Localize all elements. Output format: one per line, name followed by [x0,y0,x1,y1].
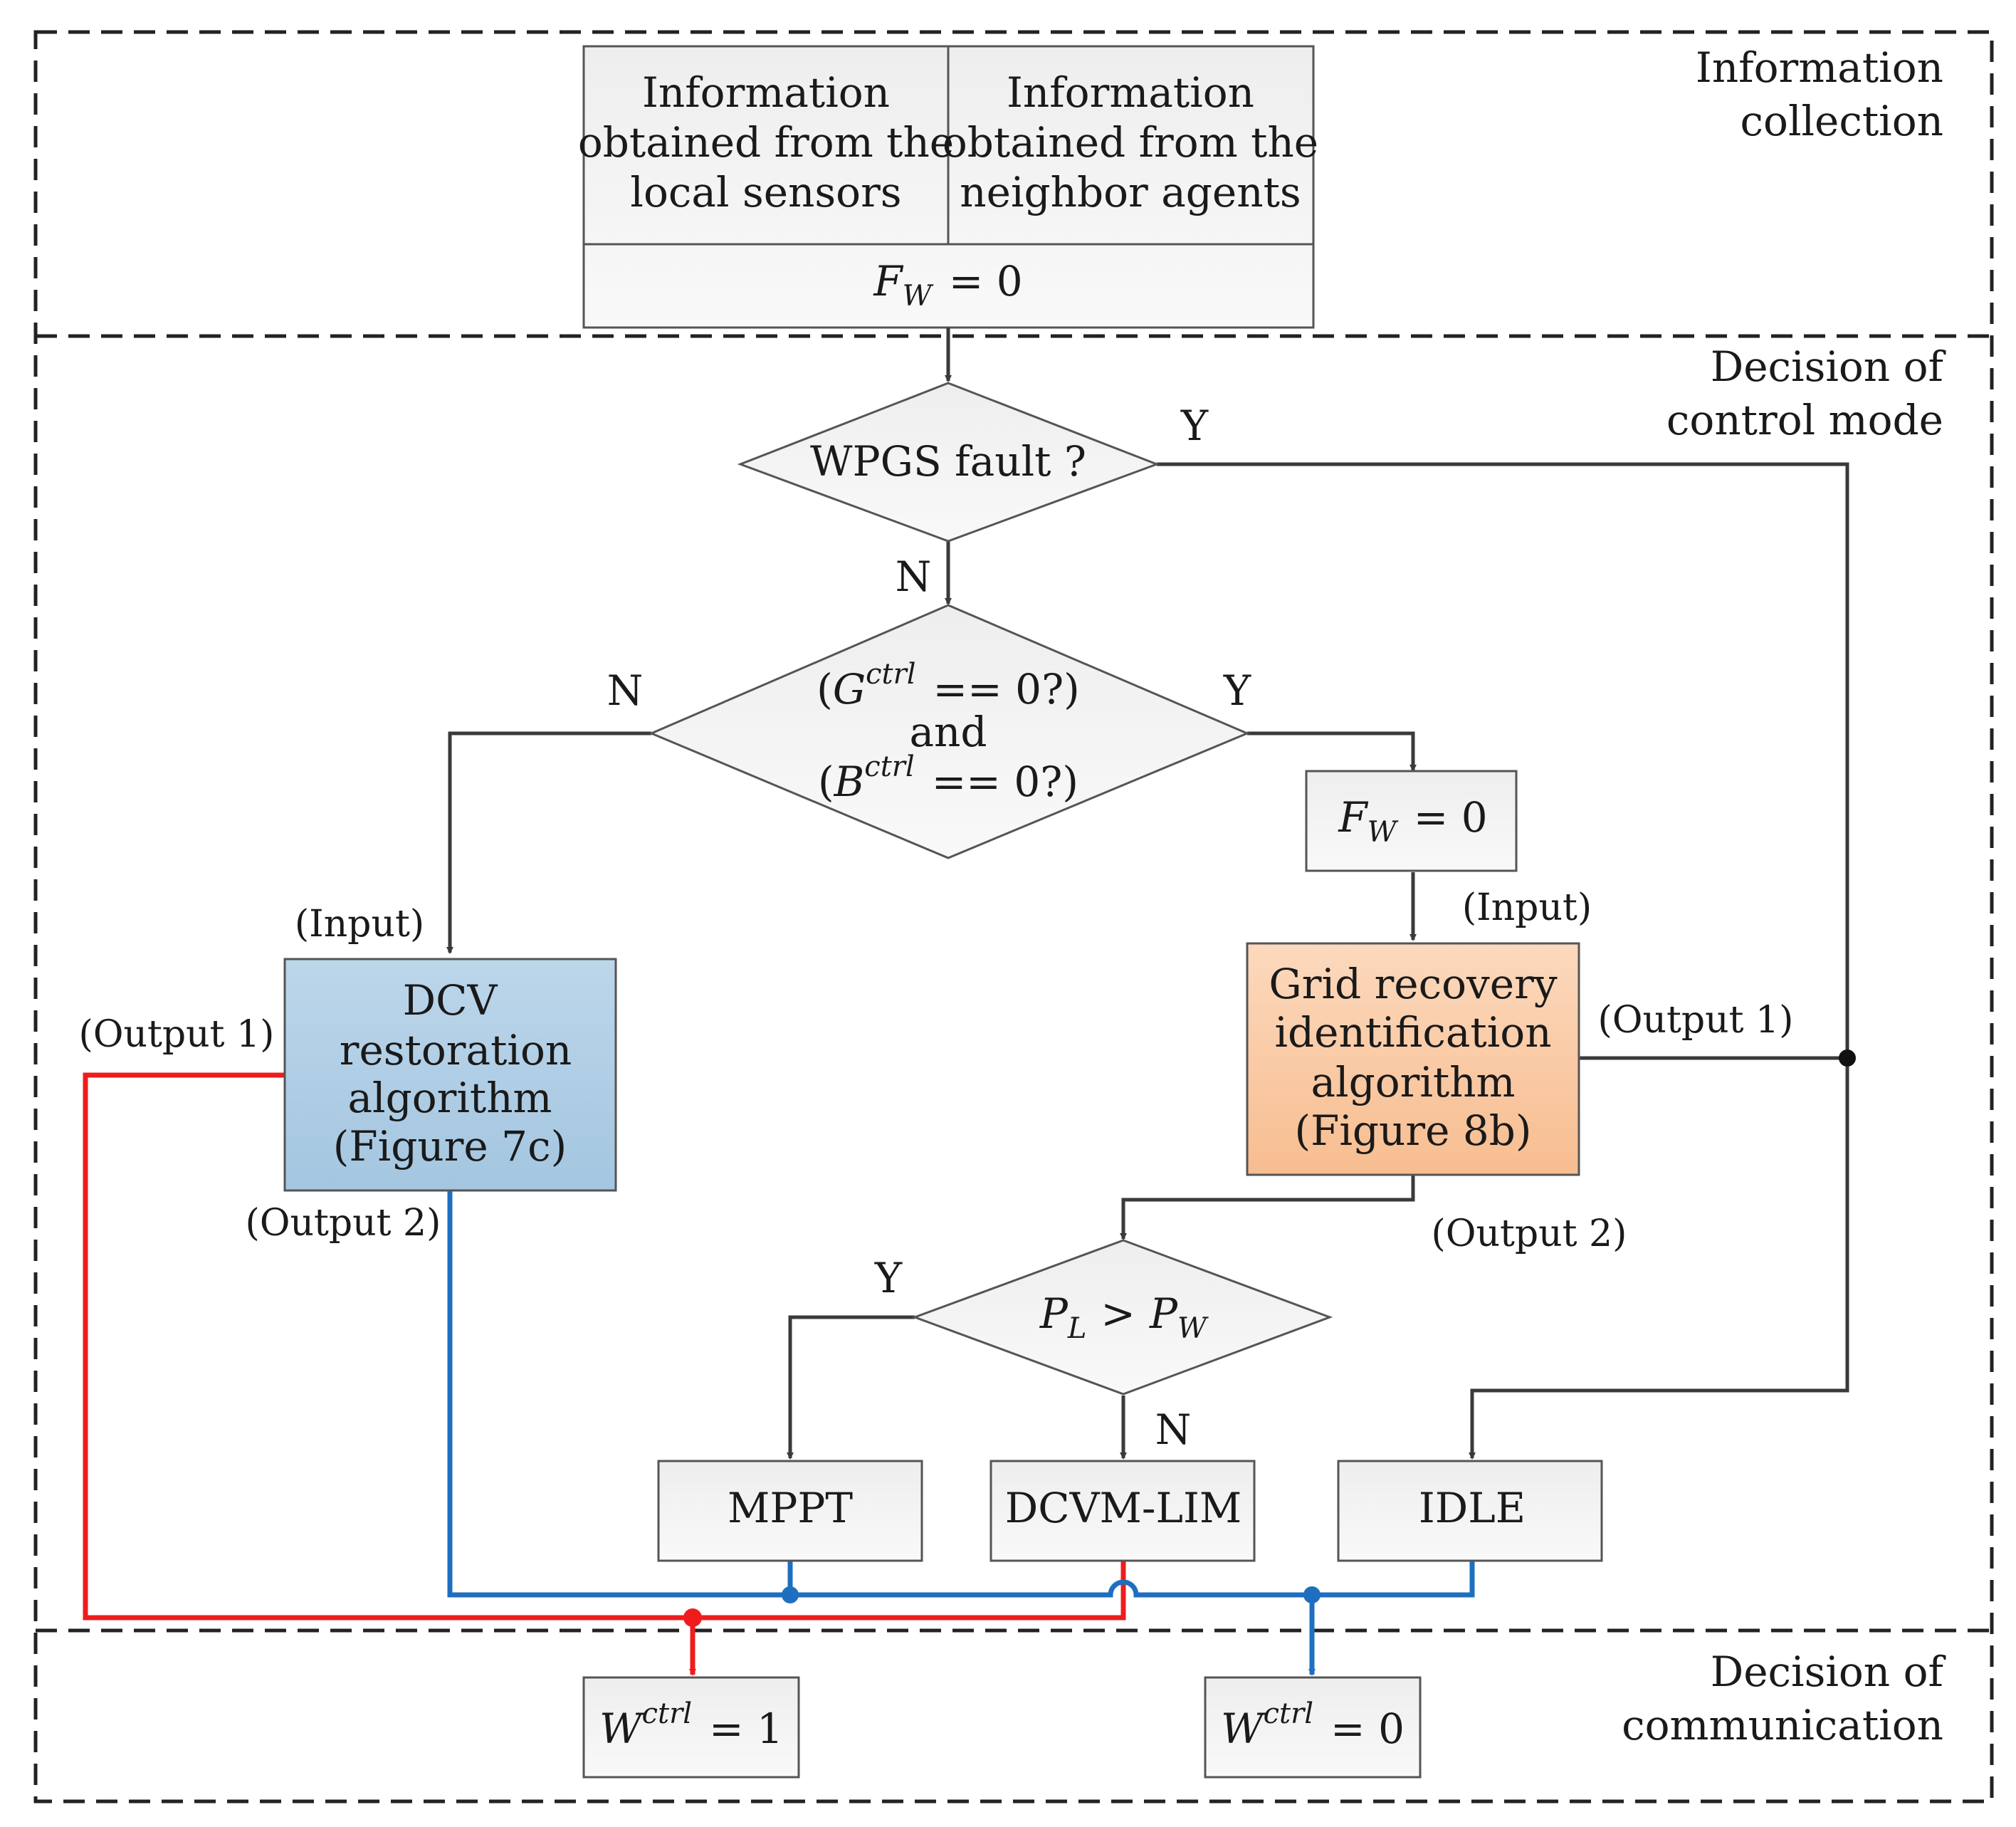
w-ctrl-0-formula: Wctrl= 0 [1221,1697,1405,1753]
section-comm-line2: communication [1622,1701,1943,1749]
dcv-output1-label: (Output 1) [79,1013,275,1056]
connectors [446,328,1849,1460]
gb-condition-diamond [649,604,1250,859]
idle-label: IDLE [1419,1484,1526,1532]
mppt-label: MPPT [728,1484,853,1532]
outer-frame [33,30,1994,1804]
idle-box [1337,1460,1603,1562]
blue-line-dcv-output2 [447,1190,1475,1598]
section-info-line1: Information [1696,43,1943,92]
red-junction-dot [683,1608,702,1627]
fw-reset-box [1305,770,1518,872]
section-mode-line2: control mode [1666,396,1943,444]
info-neighbor-line2: obtained from the [943,118,1318,167]
info-local-line1: Information [642,68,890,117]
wpgs-fault-diamond [737,382,1160,543]
pl-no-label: N [1155,1405,1192,1454]
section-frames [33,30,1994,1804]
w-ctrl-1-formula: Wctrl= 1 [599,1697,783,1753]
pl-pw-formula: PL>PW [1039,1289,1209,1345]
grid-line4: (Figure 8b) [1294,1106,1531,1155]
section-comm-line1: Decision of [1711,1648,1946,1696]
red-line-dcvm [693,1561,1126,1621]
w-ctrl-1-box [582,1676,800,1779]
grid-recovery-box [1246,942,1580,1176]
red-line-dcv-output1 [83,1072,693,1621]
dcv-line2: restoration [340,1026,572,1074]
gb-condition-g: (Gctrl== 0?) [817,658,1080,713]
junction-dot-output1 [1839,1049,1856,1067]
blue-junction-dot-w0 [1303,1586,1321,1603]
gb-condition-b: (Bctrl== 0?) [818,750,1078,806]
grid-input-label: (Input) [1462,886,1592,929]
dcv-restoration-box [283,958,617,1192]
info-box [582,45,1315,329]
grid-line2: identification [1274,1008,1551,1057]
wpgs-no-label: N [896,553,932,601]
grid-output2-label: (Output 2) [1432,1213,1627,1255]
dcv-line4: (Figure 7c) [333,1122,567,1171]
info-neighbor-line1: Information [1007,68,1254,117]
gb-condition-and: and [909,708,987,756]
section-mode-line1: Decision of [1711,342,1946,391]
mppt-box [657,1460,923,1562]
gb-yes-label: Y [1223,666,1251,715]
gb-no-label: N [607,666,644,715]
arrow-pl-yes-to-mppt [787,1315,915,1460]
pl-yes-label: Y [874,1254,903,1302]
blue-junction-dot-mppt [782,1586,799,1603]
arrow-gb-yes-to-fw [1247,731,1417,772]
w-ctrl-0-box [1204,1676,1422,1779]
dcvm-lim-label: DCVM-LIM [1005,1484,1242,1532]
grid-line3: algorithm [1311,1058,1515,1106]
grid-output1-label: (Output 1) [1598,999,1794,1042]
blue-path [447,1190,1475,1676]
info-local-line2: obtained from the [578,118,954,167]
dcvm-lim-box [989,1460,1256,1562]
dcv-output2-label: (Output 2) [246,1202,441,1245]
info-neighbor-line3: neighbor agents [960,168,1301,216]
arrow-grid-output2-to-pl [1120,1175,1415,1240]
arrow-gb-no-to-dcv [446,731,651,954]
dcv-line3: algorithm [347,1074,552,1122]
section-info-line2: collection [1741,97,1943,145]
info-fw-formula: FW= 0 [873,257,1022,313]
grid-line1: Grid recovery [1269,960,1557,1008]
line-wpgs-yes [1157,462,1849,1460]
dcv-input-label: (Input) [295,903,424,946]
wpgs-fault-text: WPGS fault ? [810,437,1086,486]
dcv-line1: DCV [403,976,498,1025]
fw-reset-formula: FW= 0 [1338,793,1487,849]
wpgs-yes-label: Y [1180,402,1209,450]
pl-pw-diamond [911,1239,1333,1396]
info-local-line3: local sensors [630,168,901,216]
